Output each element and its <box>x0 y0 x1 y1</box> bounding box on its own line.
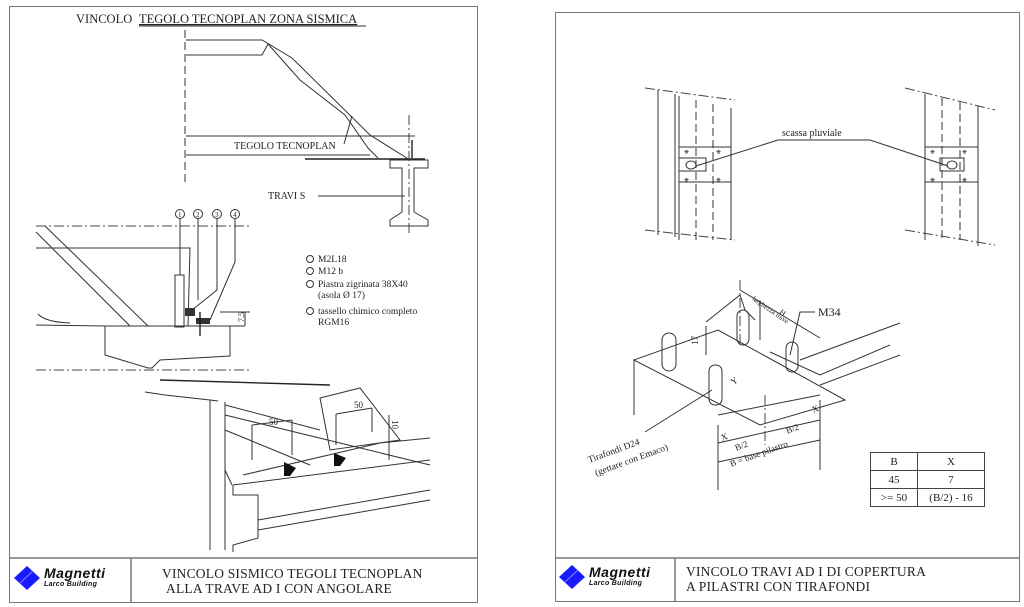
isometric-view-left: 50 50 10 <box>144 379 431 552</box>
drain-hole-left <box>685 160 697 170</box>
tegolo-web-edge <box>44 225 149 327</box>
svg-text:⌖: ⌖ <box>930 175 935 185</box>
svg-text:⌖: ⌖ <box>962 175 967 185</box>
left-header-title: TEGOLO TECNOPLAN ZONA SISMICA <box>139 12 357 26</box>
table-header-row: B X <box>870 452 985 471</box>
callout-4: 4 <box>233 211 237 219</box>
tirafondi-leader <box>644 389 713 433</box>
m34-leader <box>789 311 815 356</box>
legend-item-3-sub: (asola Ø 17) <box>318 290 365 301</box>
beam-i-profile <box>232 485 259 552</box>
brand-sub-left: Larco Building <box>44 581 98 588</box>
title-left-line2: ALLA TRAVE AD I CON ANGOLARE <box>166 581 392 596</box>
clamp-2 <box>334 453 346 466</box>
drawing-sheet-left <box>9 6 478 603</box>
label-travi-s: TRAVI S <box>268 191 305 202</box>
dim-10: 10 <box>390 420 400 430</box>
title-right-line1: VINCOLO TRAVI AD I DI COPERTURA <box>686 564 927 579</box>
drain-hole-right <box>946 160 958 170</box>
title-block-left: VINCOLO SISMICO TEGOLI TECNOPLAN ALLA TR… <box>162 566 423 596</box>
callout-3: 3 <box>215 211 219 219</box>
table-row: >= 50 (B/2) - 16 <box>870 488 985 507</box>
component-legend: M2L18 M12 b Piastra zigrinata 38X40 (aso… <box>306 255 417 328</box>
dim-7-5: 7,5 <box>237 312 246 322</box>
svg-text:⌖: ⌖ <box>962 147 967 157</box>
dim-50-a: 50 <box>269 417 279 427</box>
anchor-bolt-3 <box>736 309 750 346</box>
callout-2: 2 <box>196 211 200 219</box>
label-x-1: X <box>719 431 729 443</box>
section-view-tegolo: TEGOLO TECNOPLAN TRAVI S <box>184 30 429 235</box>
anchor-bolt-4 <box>785 341 799 373</box>
callout-markers: 1 2 3 4 <box>175 209 240 321</box>
isometric-view-column: M34 H larghezza trave 17 Y X X B/2 B/2 B… <box>586 280 901 490</box>
label-tegolo-tecnoplan: TEGOLO TECNOPLAN <box>234 141 336 152</box>
dim-17: 17 <box>690 336 700 346</box>
brand-name-left: Magnetti <box>44 565 106 581</box>
table-header-x: X <box>917 452 985 471</box>
tegolo-inner-edge <box>186 43 379 159</box>
tegolo-rib <box>319 387 401 451</box>
label-scassa-pluviale: scassa pluviale <box>782 128 842 139</box>
column-top-face <box>632 329 847 426</box>
dim-50-b: 50 <box>354 400 364 410</box>
angle-bracket <box>174 274 185 328</box>
detail-connection: 1 2 3 4 7,5 <box>35 209 250 371</box>
table-cell: 7 <box>917 470 985 489</box>
title-block-right: VINCOLO TRAVI AD I DI COPERTURA A PILAST… <box>686 564 926 594</box>
travi-i-beam-section <box>389 159 429 227</box>
svg-text:⌖: ⌖ <box>684 147 689 157</box>
table-header-b: B <box>870 452 918 471</box>
table-cell: (B/2) - 16 <box>917 488 985 507</box>
label-b2-b: B/2 <box>784 422 800 436</box>
table-cell: >= 50 <box>870 488 918 507</box>
beam-flange-section <box>104 326 231 369</box>
column-plate-right <box>924 146 979 183</box>
anchor-bolt-2 <box>708 364 723 406</box>
tegolo-leader <box>343 115 353 145</box>
callout-1: 1 <box>178 211 182 219</box>
table-cell: 45 <box>870 470 918 489</box>
label-m34: M34 <box>818 305 841 319</box>
brand-sub-right: Larco Building <box>589 580 643 587</box>
legend-item-4: tassello chimico completo <box>318 307 417 317</box>
title-right-line2: A PILASTRI CON TIRAFONDI <box>686 579 871 594</box>
plate <box>196 318 210 324</box>
svg-text:⌖: ⌖ <box>716 175 721 185</box>
legend-item-1: M2L18 <box>318 255 347 265</box>
left-header: VINCOLO TEGOLO TECNOPLAN ZONA SISMICA <box>76 12 366 27</box>
bolt-m12 <box>185 308 195 316</box>
legend-item-4-sub: RGM16 <box>318 318 349 328</box>
label-y: Y <box>729 375 740 387</box>
table-row: 45 7 <box>870 470 985 489</box>
magnetti-logo-icon-right <box>559 565 585 589</box>
brand-left: Magnetti Larco Building <box>44 565 106 588</box>
label-b2-a: B/2 <box>733 439 749 453</box>
anchor-bolt-1 <box>661 332 677 372</box>
svg-text:⌖: ⌖ <box>930 147 935 157</box>
label-h: H <box>778 308 788 319</box>
svg-text:⌖: ⌖ <box>684 175 689 185</box>
b-x-table: B X 45 7 >= 50 (B/2) - 16 <box>870 452 985 507</box>
svg-text:⌖: ⌖ <box>716 147 721 157</box>
clamp-1 <box>284 462 296 476</box>
label-x-2: X <box>810 403 820 415</box>
brand-name-right: Magnetti <box>589 564 651 580</box>
title-left-line1: VINCOLO SISMICO TEGOLI TECNOPLAN <box>162 566 423 581</box>
tegolo-top-edge <box>186 39 411 161</box>
magnetti-logo-icon-left <box>14 566 40 590</box>
legend-item-2: M12 b <box>318 267 343 277</box>
legend-item-3: Piastra zigrinata 38X40 <box>318 280 408 290</box>
plan-view-columns: ⌖ ⌖ ⌖ ⌖ ⌖ ⌖ ⌖ ⌖ scassa pluviale <box>644 87 996 246</box>
scassa-leader <box>695 139 949 167</box>
brand-right: Magnetti Larco Building <box>589 564 651 587</box>
left-header-title-prefix: VINCOLO <box>76 12 132 26</box>
